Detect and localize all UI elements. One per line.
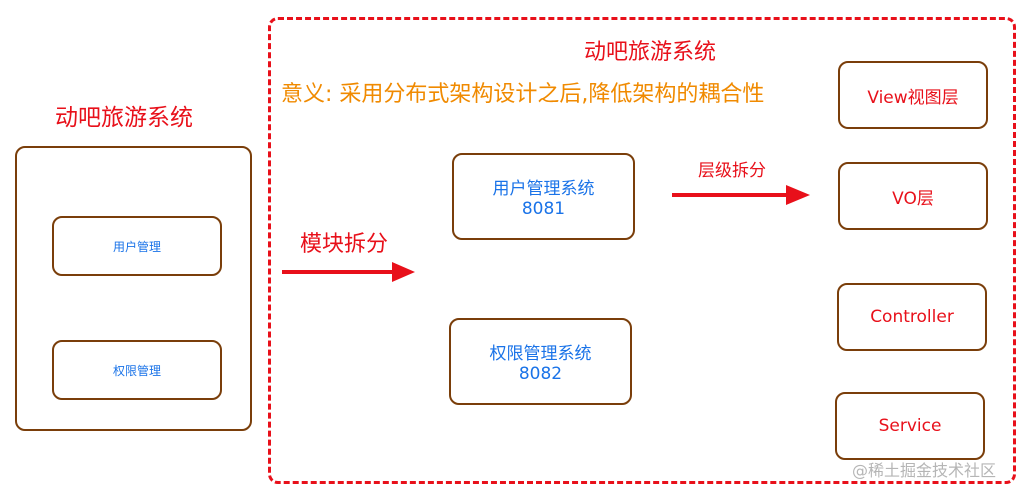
- service-user-name: 用户管理系统: [492, 179, 595, 199]
- watermark: @稀土掘金技术社区: [852, 461, 997, 480]
- right-title: 动吧旅游系统: [584, 40, 717, 65]
- module-split-arrow: [282, 262, 415, 282]
- distributed-container: [268, 17, 1016, 484]
- left-item-permission: 权限管理: [52, 340, 222, 400]
- layer-service: Service: [835, 392, 985, 460]
- left-title: 动吧旅游系统: [55, 105, 193, 131]
- layer-vo: VO层: [838, 162, 988, 230]
- service-user: 用户管理系统 8081: [452, 153, 635, 240]
- service-user-port: 8081: [521, 199, 566, 219]
- meaning-text: 意义: 采用分布式架构设计之后,降低架构的耦合性: [281, 82, 765, 107]
- layer-controller: Controller: [837, 283, 987, 351]
- module-split-label: 模块拆分: [300, 232, 389, 257]
- left-item-user: 用户管理: [52, 216, 222, 276]
- layer-split-arrow: [672, 185, 810, 205]
- service-permission: 权限管理系统 8082: [449, 318, 632, 405]
- layer-view: View视图层: [838, 61, 988, 129]
- layer-split-label: 层级拆分: [698, 161, 766, 181]
- service-permission-port: 8082: [518, 364, 563, 384]
- monolith-box: [15, 146, 252, 431]
- service-permission-name: 权限管理系统: [489, 344, 592, 364]
